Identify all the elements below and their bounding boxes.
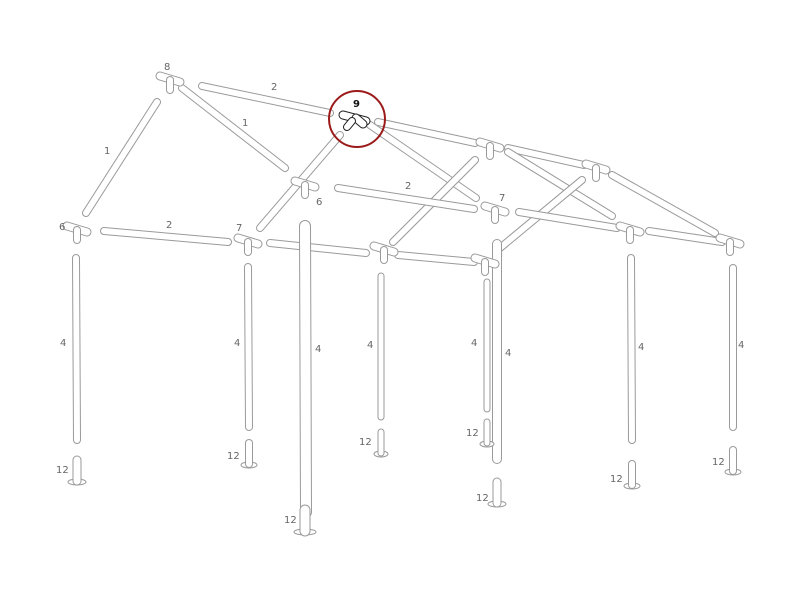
eave-tube-fill [267, 240, 369, 256]
upright-leg-4-fill [300, 221, 311, 517]
eave-tube-2-fill [101, 228, 231, 245]
rafter-tube-1-fill [179, 85, 288, 171]
eave-tube-fill [516, 209, 620, 231]
label-12: 12 [359, 437, 372, 448]
part-labels: 8 2 1 1 9 2 7 6 6 2 7 4 4 4 4 4 4 4 4 12… [56, 62, 744, 526]
label-4: 4 [315, 344, 321, 355]
label-4: 4 [367, 340, 373, 351]
label-8: 8 [164, 62, 170, 73]
ridge-tube-fill [375, 119, 478, 146]
rafter-tube-fill [609, 172, 718, 236]
ridge-connector-9-branch-fill [352, 114, 367, 128]
label-12: 12 [284, 515, 297, 526]
ridge-tube-2-fill [199, 83, 333, 116]
upright-leg-4-fill [628, 255, 635, 443]
rafter-tube-1-fill [83, 99, 160, 216]
rafter-tube-fill [367, 122, 479, 201]
label-4: 4 [234, 338, 240, 349]
label-6: 6 [316, 197, 322, 208]
label-1: 1 [104, 146, 110, 157]
label-12: 12 [227, 451, 240, 462]
label-4: 4 [471, 338, 477, 349]
label-4: 4 [60, 338, 66, 349]
label-4: 4 [738, 340, 744, 351]
label-9: 9 [353, 99, 360, 110]
label-2: 2 [271, 82, 277, 93]
connectors-layer [62, 71, 745, 276]
highlight-circle [328, 90, 386, 148]
rafter-tube-fill [505, 149, 615, 219]
upright-leg-4-fill [73, 255, 80, 443]
label-12: 12 [610, 474, 623, 485]
eave-tube-fill [395, 252, 477, 265]
label-12: 12 [56, 465, 69, 476]
eave-tube-fill [646, 228, 725, 245]
ridge-connector-9-stem-fill [344, 118, 355, 130]
ridge-tube-fill [505, 145, 587, 168]
tubes-layer [72, 82, 737, 518]
label-7: 7 [499, 193, 505, 204]
label-12: 12 [466, 428, 479, 439]
label-6: 6 [59, 222, 65, 233]
label-2: 2 [166, 220, 172, 231]
label-12: 12 [712, 457, 725, 468]
label-2: 2 [405, 181, 411, 192]
label-4: 4 [505, 348, 511, 359]
feet-layer [67, 418, 742, 537]
label-7: 7 [236, 223, 242, 234]
label-4: 4 [638, 342, 644, 353]
eave-tube-2-fill [335, 185, 477, 212]
label-1: 1 [242, 118, 248, 129]
label-12: 12 [476, 493, 489, 504]
upright-leg-4-fill [245, 264, 252, 430]
